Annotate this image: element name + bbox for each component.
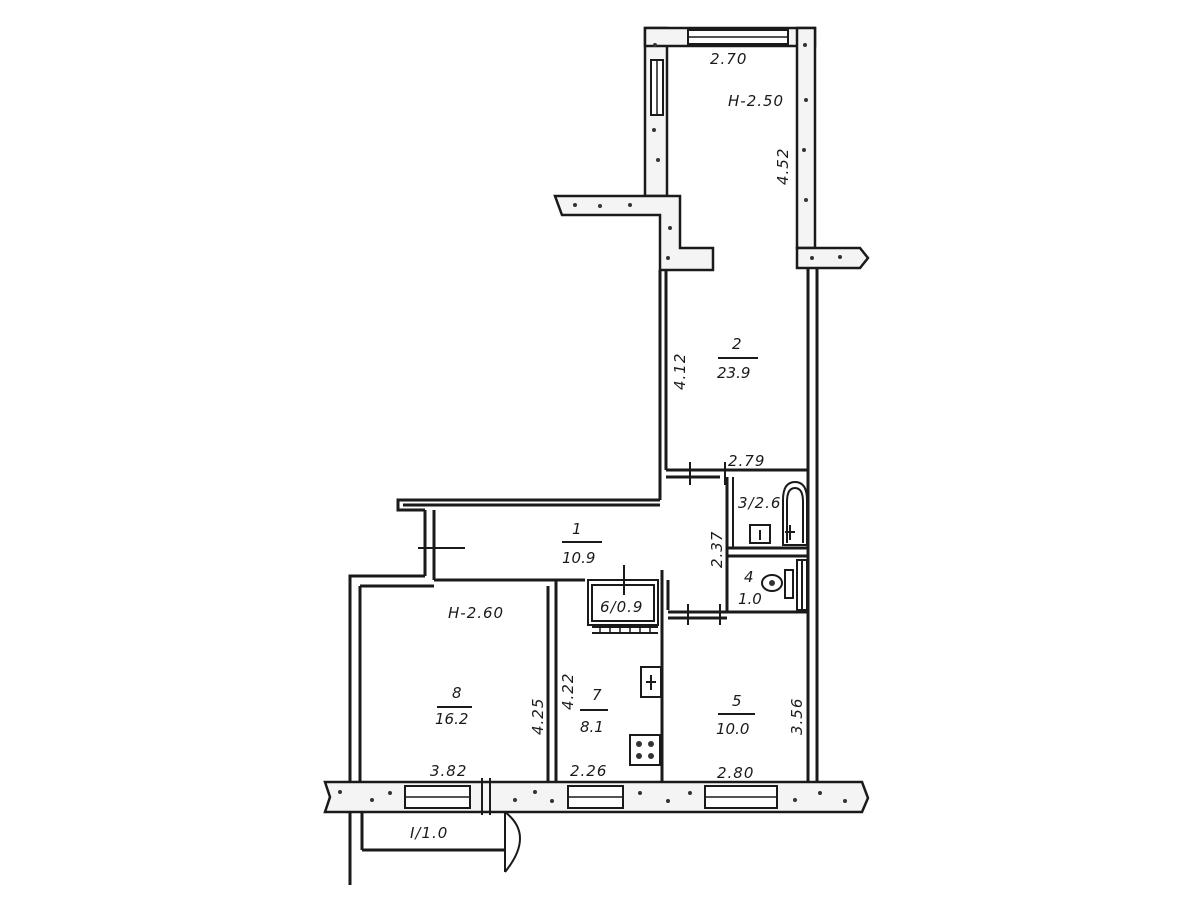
room-7-area: 8.1: [580, 718, 604, 736]
room-5-number: 5: [732, 692, 742, 710]
dim-room5-right: 3.56: [788, 698, 806, 735]
dim-room7-left: 4.22: [559, 673, 577, 710]
bottom-wall: [323, 778, 870, 815]
room-2-area: 23.9: [717, 364, 750, 382]
dim-bath-left: 2.37: [708, 531, 726, 568]
kitchen-walls: [587, 565, 670, 782]
room-6-label: 6/0.9: [600, 598, 643, 616]
corridor-walls: [396, 498, 660, 582]
bathroom-walls: [668, 477, 808, 625]
dim-top-right: 4.52: [774, 148, 792, 185]
room-5-area: 10.0: [716, 720, 749, 738]
dim-room2-left: 4.12: [671, 353, 689, 390]
room-3-label: 3/2.6: [738, 494, 781, 512]
room-8-area: 16.2: [435, 710, 468, 728]
room-1-number: 1: [572, 520, 582, 538]
upper-walls: [553, 26, 870, 272]
dim-room2-bottom: 2.79: [728, 452, 765, 470]
balcony: [360, 811, 521, 873]
room-4-area: 1.0: [738, 590, 762, 608]
ceiling-height-main: H-2.60: [448, 604, 504, 622]
ceiling-height-top: H-2.50: [728, 92, 784, 110]
room-2-number: 2: [732, 335, 742, 353]
dim-room5-bottom: 2.80: [717, 764, 754, 782]
room-8-walls: [348, 574, 558, 885]
room-8-number: 8: [452, 684, 462, 702]
room-4-number: 4: [744, 568, 754, 586]
dim-room8-bottom: 3.82: [430, 762, 467, 780]
dim-room8-right: 4.25: [529, 698, 547, 735]
balcony-label: I/1.0: [410, 824, 448, 842]
room-1-area: 10.9: [562, 549, 595, 567]
labels: 2.70 H-2.50 4.52 2 23.9 4.12 2.79 3/2.6 …: [410, 50, 806, 842]
dim-room7-bottom: 2.26: [570, 762, 607, 780]
room-7-number: 7: [592, 686, 602, 704]
dim-top-width: 2.70: [710, 50, 747, 68]
stove-icon: [629, 734, 661, 766]
